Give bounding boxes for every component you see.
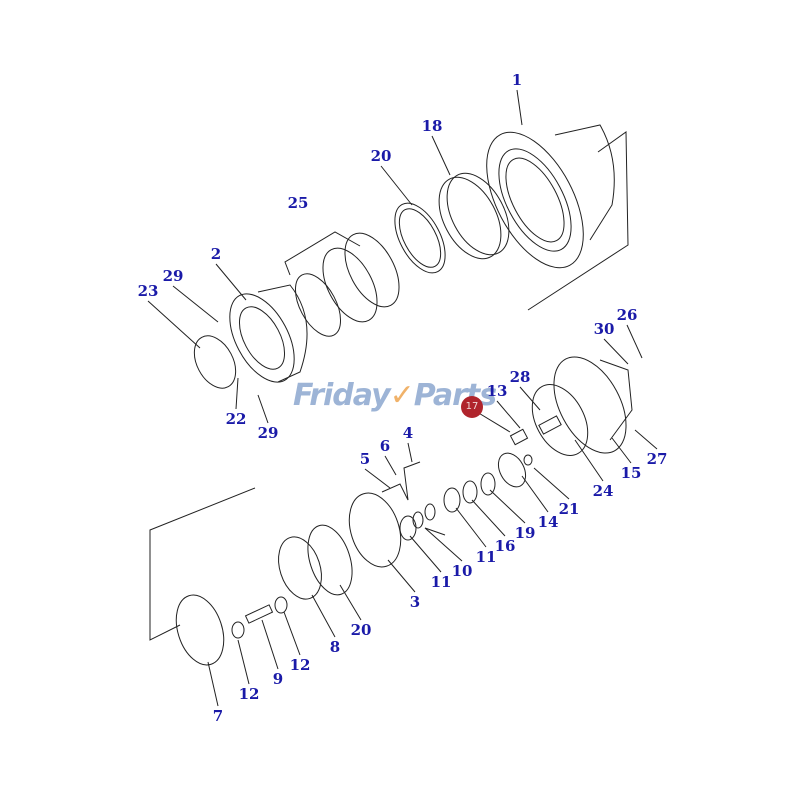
callout-label-1[interactable]: 1 xyxy=(511,71,523,89)
callout-label-6[interactable]: 6 xyxy=(379,437,391,455)
callout-label-2[interactable]: 2 xyxy=(210,245,222,263)
callout-label-20[interactable]: 20 xyxy=(350,621,372,639)
callout-label-22[interactable]: 22 xyxy=(225,410,247,428)
hotspot-marker[interactable]: 17 xyxy=(461,396,483,418)
callout-label-13[interactable]: 13 xyxy=(486,382,508,400)
callout-label-30[interactable]: 30 xyxy=(593,320,615,338)
callout-label-27[interactable]: 27 xyxy=(646,450,668,468)
callout-label-3[interactable]: 3 xyxy=(409,593,421,611)
callout-label-14[interactable]: 14 xyxy=(537,513,559,531)
callout-label-11[interactable]: 11 xyxy=(475,548,497,566)
callout-label-21[interactable]: 21 xyxy=(558,500,580,518)
callout-label-18[interactable]: 18 xyxy=(421,117,443,135)
callout-label-11[interactable]: 11 xyxy=(430,573,452,591)
callout-label-7[interactable]: 7 xyxy=(212,707,224,725)
checkmark-icon: ✓ xyxy=(389,378,415,413)
callout-label-12[interactable]: 12 xyxy=(289,656,311,674)
callout-label-28[interactable]: 28 xyxy=(509,368,531,386)
watermark-logo: Friday✓Parts xyxy=(293,378,497,413)
callout-label-9[interactable]: 9 xyxy=(272,670,284,688)
callout-label-4[interactable]: 4 xyxy=(402,424,414,442)
callout-label-15[interactable]: 15 xyxy=(620,464,642,482)
callout-label-29[interactable]: 29 xyxy=(257,424,279,442)
callout-label-24[interactable]: 24 xyxy=(592,482,614,500)
callout-label-8[interactable]: 8 xyxy=(329,638,341,656)
callout-label-23[interactable]: 23 xyxy=(137,282,159,300)
callout-label-25[interactable]: 25 xyxy=(287,194,309,212)
housing-part-1 xyxy=(486,124,629,311)
callout-label-26[interactable]: 26 xyxy=(616,306,638,324)
callout-label-29[interactable]: 29 xyxy=(162,267,184,285)
callout-label-10[interactable]: 10 xyxy=(451,562,473,580)
callout-label-19[interactable]: 19 xyxy=(514,524,536,542)
callout-label-12[interactable]: 12 xyxy=(238,685,260,703)
callout-label-20[interactable]: 20 xyxy=(370,147,392,165)
ring-gear-part-18 xyxy=(438,172,510,260)
callout-label-16[interactable]: 16 xyxy=(494,537,516,555)
callout-label-5[interactable]: 5 xyxy=(359,450,371,468)
